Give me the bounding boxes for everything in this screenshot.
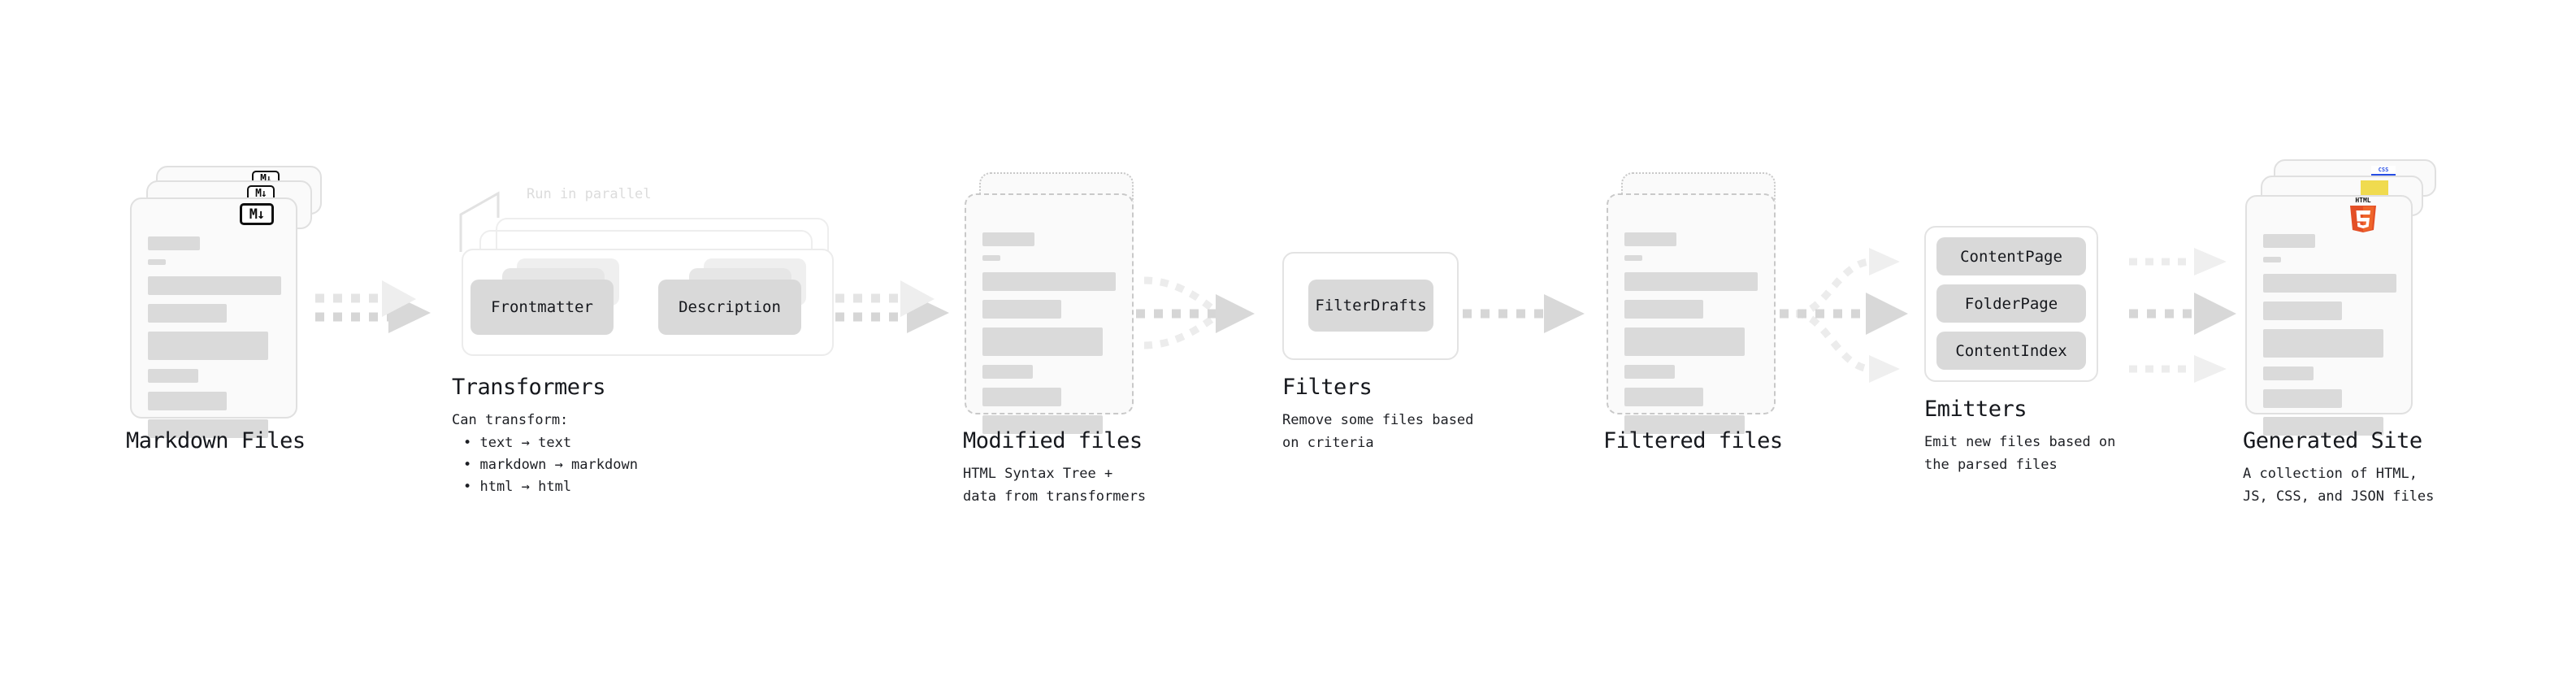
stage-title-generated-site: Generated Site [2243, 428, 2422, 453]
doc-bar [148, 419, 268, 438]
transformer-chip-frontmatter[interactable]: Frontmatter [471, 280, 614, 335]
transformers-bullet-1: • markdown → markdown [463, 457, 638, 473]
doc-bar [148, 392, 227, 410]
arrow-filters-to-filtered [1463, 294, 1585, 333]
doc-bar [1624, 327, 1745, 356]
doc-bar [148, 276, 281, 295]
doc-bar [148, 369, 198, 383]
emitter-chip-contentpage[interactable]: ContentPage [1936, 237, 2086, 275]
stage-title-emitters: Emitters [1924, 397, 2027, 422]
doc-bar [982, 415, 1103, 434]
doc-bar [982, 272, 1116, 291]
doc-bar [148, 259, 166, 265]
site-doc-bars [2263, 234, 2396, 445]
run-in-parallel-bracket [459, 191, 500, 252]
doc-bar [982, 327, 1103, 356]
js-badge-icon [2361, 180, 2388, 198]
transformers-bullet-2: • html → html [463, 479, 572, 495]
doc-bar [148, 236, 200, 250]
doc-bar [1624, 388, 1703, 406]
stage-title-filtered-files: Filtered files [1603, 428, 1783, 453]
stage-title-filters: Filters [1282, 375, 1373, 400]
doc-bar [1624, 272, 1758, 291]
stage-desc-transformers: Can transform: [452, 412, 569, 428]
run-in-parallel-label: Run in parallel [527, 186, 652, 202]
doc-bar [2263, 329, 2383, 358]
modified-doc-bars [982, 232, 1117, 443]
transformer-chip-description[interactable]: Description [658, 280, 801, 335]
arrow-modified-to-filters [1136, 276, 1255, 349]
doc-bar [1624, 300, 1703, 319]
doc-bar [2263, 274, 2396, 293]
markdown-doc-bars [148, 236, 281, 447]
doc-bar [2263, 257, 2281, 262]
doc-bar [1624, 255, 1642, 261]
stage-title-transformers: Transformers [452, 375, 606, 400]
doc-bar [2263, 301, 2342, 320]
doc-bar [2263, 367, 2314, 380]
stage-desc-modified-files: HTML Syntax Tree + data from transformer… [963, 466, 1147, 505]
stage-desc-emitters: Emit new files based on the parsed files [1924, 434, 2116, 473]
filtered-doc-bars [1624, 232, 1759, 443]
arrow-transformers-to-modified [835, 280, 949, 333]
filter-chip-filterdrafts[interactable]: FilterDrafts [1308, 280, 1433, 332]
emitter-chip-contentindex[interactable]: ContentIndex [1936, 332, 2086, 370]
doc-bar [148, 332, 268, 360]
doc-bar [982, 388, 1061, 406]
doc-bar [1624, 415, 1745, 434]
emitter-chip-folderpage[interactable]: FolderPage [1936, 284, 2086, 323]
doc-bar [2263, 417, 2383, 436]
arrow-emitters-to-site [2129, 248, 2236, 383]
markdown-doc-front [130, 197, 297, 438]
arrow-filtered-to-emitters [1780, 248, 1908, 383]
modified-doc-front [965, 193, 1134, 434]
stage-desc-filters: Remove some files based on criteria [1282, 412, 1474, 451]
transformers-bullet-0: • text → text [463, 435, 572, 451]
doc-bar [1624, 365, 1675, 379]
doc-bar [982, 300, 1061, 319]
stage-desc-generated-site: A collection of HTML, JS, CSS, and JSON … [2243, 466, 2435, 505]
doc-bar [982, 232, 1034, 246]
doc-bar [148, 304, 227, 323]
stage-title-markdown-files: Markdown Files [126, 428, 306, 453]
markdown-badge-icon: M↓ [240, 203, 274, 225]
doc-bar [2263, 389, 2342, 408]
svg-text:HTML: HTML [2355, 197, 2370, 204]
stage-title-modified-files: Modified files [963, 428, 1143, 453]
html5-badge-icon: HTML [2347, 195, 2379, 232]
doc-bar [982, 255, 1000, 261]
doc-bar [2263, 234, 2315, 248]
doc-bar [1624, 232, 1676, 246]
site-doc-front [2245, 195, 2413, 436]
doc-bar [982, 365, 1033, 379]
filtered-doc-front [1607, 193, 1776, 434]
arrow-markdown-to-transformers [315, 280, 431, 333]
